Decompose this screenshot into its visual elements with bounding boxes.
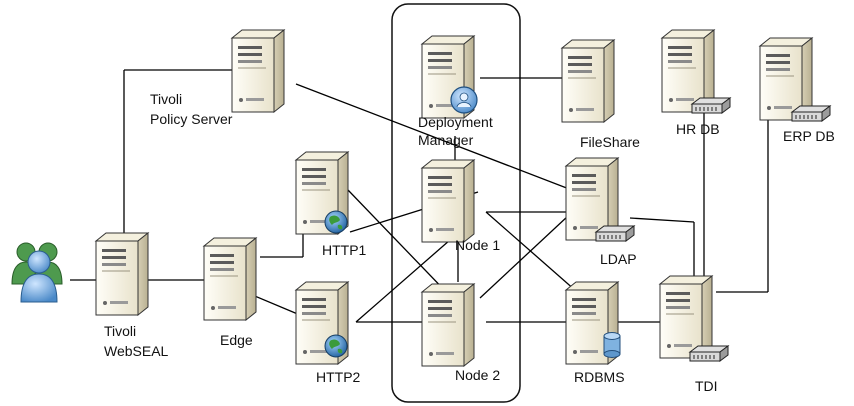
- node2-server-icon: [421, 283, 475, 367]
- deployment-manager-badge-icon: [450, 86, 478, 114]
- link-edge-http2: [249, 293, 301, 316]
- ldap-drive-icon: [595, 225, 635, 242]
- edge-label: Edge: [220, 332, 253, 348]
- erpdb-label: ERP DB: [783, 128, 835, 144]
- node2-label: Node 2: [455, 367, 500, 383]
- fileshare-server-icon: [561, 39, 615, 123]
- tdi-label: TDI: [695, 378, 718, 394]
- cluster-boundary: [391, 3, 521, 403]
- link-http2-node1: [355, 232, 459, 323]
- policy-server-icon: [231, 29, 285, 113]
- link-node2-ldap: [479, 215, 569, 299]
- link-http1-node2: [347, 189, 453, 299]
- fileshare-label: FileShare: [580, 134, 640, 150]
- dmgr-label-line2: Manager: [418, 132, 474, 148]
- tdi-drive-icon: [689, 345, 729, 362]
- node1-label: Node 1: [455, 237, 500, 253]
- webseal-label-line2: WebSEAL: [104, 343, 169, 359]
- http2-label: HTTP2: [316, 369, 361, 385]
- erpdb-drive-icon: [791, 105, 831, 122]
- webseal-label-line1: Tivoli: [104, 323, 136, 339]
- dmgr-label-line1: Deployment: [418, 114, 493, 130]
- link-node1-rdbms: [485, 211, 585, 299]
- rdbms-database-icon: [603, 332, 621, 358]
- node1-server-icon: [421, 159, 475, 243]
- rdbms-label: RDBMS: [574, 369, 625, 385]
- link-ldap-tdi-h: [629, 217, 695, 223]
- users-icon: [11, 242, 63, 303]
- http2-globe-icon: [324, 334, 348, 358]
- ldap-label: LDAP: [600, 251, 637, 267]
- edge-server-icon: [203, 237, 257, 321]
- hrdb-label: HR DB: [676, 121, 720, 137]
- link-policy-ldap: [295, 83, 591, 198]
- policy-label-line2: Policy Server: [150, 111, 233, 127]
- http1-label: HTTP1: [322, 242, 367, 258]
- policy-label-line1: Tivoli: [150, 91, 182, 107]
- http1-globe-icon: [324, 210, 348, 234]
- hrdb-drive-icon: [691, 97, 731, 114]
- webseal-server-icon: [95, 232, 149, 316]
